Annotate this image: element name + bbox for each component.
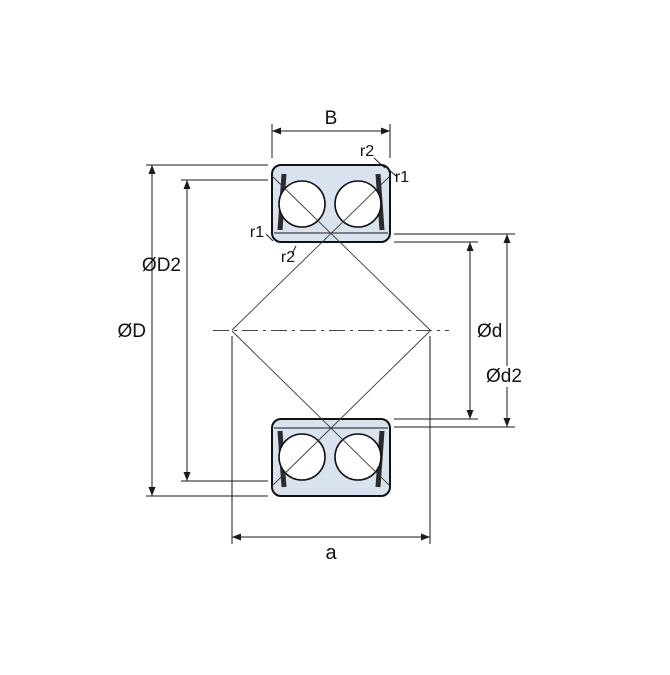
arrow-a-right [421,533,430,541]
extension-lines [146,124,515,544]
arrow-d-top [466,242,474,251]
dimension-label-r1-top: r1 [395,169,409,186]
bearing-top-section [271,164,391,243]
leader-r2-left [291,245,297,255]
arrow-d2-bottom [503,418,511,427]
arrow-a-left [232,533,241,541]
arrow-D-top [148,165,156,174]
dimension-arrowheads [148,127,511,541]
leader-r1-top [387,168,397,177]
arrow-B-left [272,127,281,135]
ball-top-right [334,180,382,228]
arrow-D2-bottom [183,472,191,481]
dimension-label-contact-distance-a: a [325,542,337,564]
contact-line-br-tl [271,330,431,487]
contact-line-bl-tr [231,330,391,487]
dimension-label-bore-diameter-d: Ød [477,321,502,342]
dimension-label-shoulder-diameter-d2: Ød2 [486,366,522,387]
arrow-D-bottom [148,487,156,496]
arrow-d-bottom [466,410,474,419]
dimension-label-r2-top: r2 [360,143,374,160]
arrow-d2-top [503,234,511,243]
arrow-D2-top [183,180,191,189]
ball-top-left [278,180,326,228]
contact-line-tr-bl [231,175,391,331]
dimension-label-width-B: B [325,108,338,129]
bearing-bottom-section [271,418,391,497]
leader-r2-top [373,157,386,169]
label-backplate-d2 [481,366,529,387]
contact-angle-lines [231,175,431,487]
dimension-label-r2-left: r2 [281,249,295,266]
dimension-label-outer-diameter-D: ØD [118,321,147,342]
radius-leader-lines [265,157,397,255]
dimension-lines [151,130,508,538]
ball-bottom-right [334,433,382,481]
arrow-B-right [381,127,390,135]
dimension-label-r1-left: r1 [250,224,264,241]
dimension-label-recess-diameter-D2: ØD2 [142,255,181,276]
contact-line-tl-br [271,175,431,331]
leader-r1-left [265,233,274,242]
